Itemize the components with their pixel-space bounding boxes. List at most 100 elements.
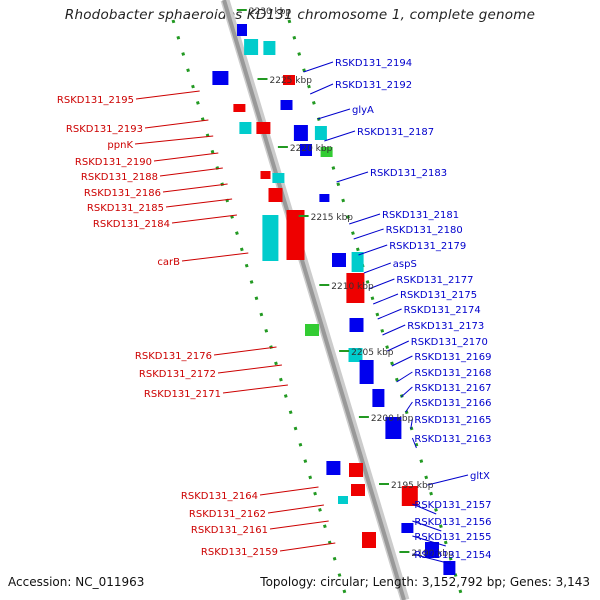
leader-line (382, 324, 406, 336)
reverse-gene-label: RSKD131_2164 (181, 491, 258, 502)
reverse-gene-label: RSKD131_2185 (87, 203, 164, 214)
forward-gene-label: RSKD131_2163 (414, 434, 491, 445)
ruler-label: 2200 kbp (371, 414, 414, 424)
leader-line (279, 542, 336, 552)
forward-gene-label: RSKD131_2174 (404, 305, 481, 316)
gene-glyph (338, 496, 348, 504)
leader-line (171, 214, 237, 224)
leader-line (269, 520, 329, 530)
reverse-gene-label: RSKD131_2193 (66, 124, 143, 135)
leader-line (213, 346, 277, 356)
ruler-label: 2220 kbp (290, 144, 333, 154)
forward-gene-label: RSKD131_2177 (396, 275, 473, 286)
leader-line (405, 401, 413, 413)
backbone-line (222, 0, 406, 600)
forward-gene-label: RSKD131_2181 (382, 210, 459, 221)
leader-line (412, 503, 437, 515)
gene-glyph (326, 461, 341, 475)
leader-line (411, 437, 417, 449)
gene-glyph (385, 417, 402, 439)
forward-gene-label: gltX (470, 471, 490, 482)
gene-glyph (272, 173, 285, 183)
gene-glyph (300, 144, 312, 156)
leader-line (336, 171, 369, 183)
forward-gene-label: RSKD131_2187 (357, 127, 434, 138)
reverse-gene-label: RSKD131_2195 (57, 95, 134, 106)
reverse-gene-label: RSKD131_2190 (75, 157, 152, 168)
leader-line (153, 152, 219, 162)
forward-gene-label: RSKD131_2154 (414, 550, 491, 561)
leader-line (309, 83, 334, 95)
leader-line (324, 130, 356, 142)
forward-gene-label: glyA (352, 105, 374, 116)
forward-gene-label: RSKD131_2169 (414, 352, 491, 363)
gene-glyph (362, 532, 376, 548)
leader-line (165, 198, 233, 208)
gene-glyph (256, 122, 271, 134)
forward-gene-label: RSKD131_2155 (414, 532, 491, 543)
topology-label: Topology: (260, 575, 317, 589)
gene-glyph (260, 171, 271, 179)
ruler-label: 2225 kbp (270, 76, 313, 86)
leader-line (353, 228, 384, 240)
gene-glyph (244, 39, 259, 55)
leader-line (144, 119, 209, 129)
ruler-label: 2210 kbp (331, 282, 374, 292)
gene-glyph (349, 318, 364, 332)
gene-glyph (262, 215, 279, 261)
reverse-gene-label: RSKD131_2176 (135, 351, 212, 362)
forward-gene-label: RSKD131_2165 (414, 415, 491, 426)
map-title: Rhodobacter sphaeroides KD131 chromosome… (64, 7, 536, 23)
leader-line (396, 371, 413, 383)
forward-gene-label: RSKD131_2179 (389, 241, 466, 252)
gene-glyph (443, 561, 456, 575)
forward-gene-label: RSKD131_2157 (414, 500, 491, 511)
forward-gene-label: RSKD131_2167 (414, 383, 491, 394)
forward-gene-label: RSKD131_2156 (414, 517, 491, 528)
gene-glyph (359, 360, 374, 384)
gene-glyph (314, 126, 327, 140)
reverse-gene-label: RSKD131_2172 (139, 369, 216, 380)
gene-glyph (233, 104, 246, 112)
reverse-gene-label: RSKD131_2162 (189, 509, 266, 520)
forward-gene-label: RSKD131_2183 (370, 168, 447, 179)
leader-line (259, 486, 319, 496)
leader-line (162, 183, 228, 193)
leader-line (412, 520, 442, 532)
accession-label: Accession: (8, 575, 72, 589)
forward-gene-label: aspS (393, 259, 417, 270)
leader-line (368, 278, 395, 290)
gene-glyph (401, 523, 414, 533)
gene-glyph (268, 188, 283, 202)
gene-glyph (425, 542, 439, 558)
gene-glyph (332, 253, 346, 267)
reverse-gene-label: ppnK (107, 140, 133, 151)
reverse-gene-label: RSKD131_2161 (191, 525, 268, 536)
leader-line (377, 308, 402, 320)
gene-glyph (305, 324, 319, 336)
forward-gene-label: RSKD131_2166 (414, 398, 491, 409)
genes-label: Genes: (509, 575, 552, 589)
gene-glyph (283, 75, 295, 85)
accession-info: Accession: NC_011963 (8, 575, 144, 589)
reverse-gene-label: RSKD131_2171 (144, 389, 221, 400)
gene-glyph (351, 484, 365, 496)
forward-gene-label: RSKD131_2173 (407, 321, 484, 332)
leader-line (349, 213, 381, 225)
accession-value: NC_011963 (75, 575, 145, 589)
gene-glyph (286, 210, 305, 260)
forward-gene-label: RSKD131_2170 (411, 337, 488, 348)
leader-line (159, 167, 223, 177)
forward-gene-label: RSKD131_2168 (414, 368, 491, 379)
leader-line (134, 135, 214, 145)
gene-glyph (346, 273, 365, 303)
gene-glyph (372, 389, 385, 407)
ruler-label: 2190 kbp (411, 549, 454, 559)
reverse-gene-label: RSKD131_2186 (84, 188, 161, 199)
genome-summary: Topology: circular; Length: 3,152,792 bp… (260, 575, 590, 589)
leader-line (181, 252, 249, 262)
gene-glyph (348, 348, 363, 362)
gene-glyph (401, 486, 418, 506)
leader-line (217, 364, 282, 374)
